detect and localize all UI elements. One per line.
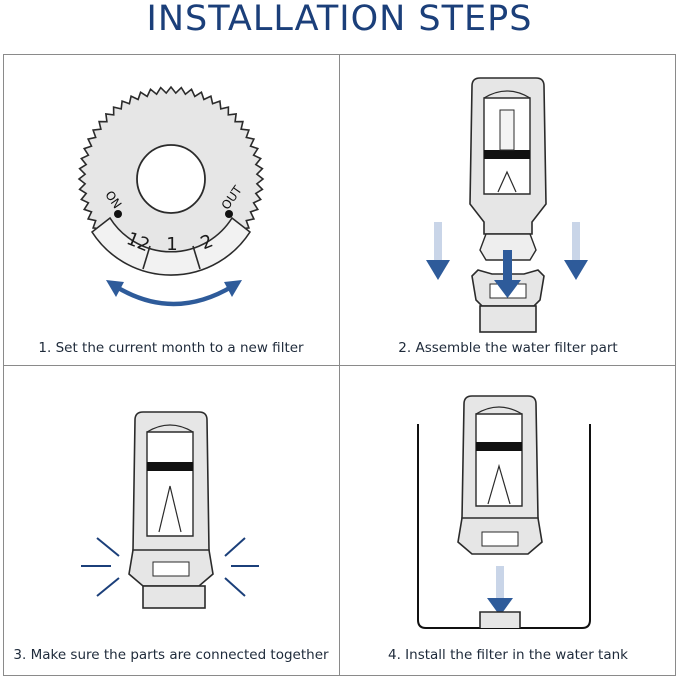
month-segment-band	[90, 216, 252, 276]
step-2-caption: 2. Assemble the water filter part	[398, 340, 618, 356]
down-arrow-left-icon	[426, 260, 450, 280]
install-in-tank-illustration	[417, 395, 591, 629]
connected-parts-illustration	[81, 411, 259, 609]
assemble-filter-illustration	[426, 77, 588, 333]
step-4-panel: 4. Install the filter in the water tank	[340, 366, 676, 676]
down-arrow-center-icon	[494, 280, 521, 298]
click-lines-icon	[81, 537, 259, 597]
page-title: INSTALLATION STEPS	[146, 0, 533, 39]
step-1-panel: 12 1 2 ON OUT 1. Set the current month t…	[3, 54, 339, 365]
grid-divider-horizontal	[3, 365, 676, 366]
month-dial-illustration: 12 1 2 ON OUT	[77, 85, 265, 307]
rotate-arrow-icon	[113, 284, 235, 307]
step-4-caption: 4. Install the filter in the water tank	[388, 647, 628, 663]
down-arrow-right-icon	[564, 260, 588, 280]
step-3-panel: 3. Make sure the parts are connected tog…	[3, 366, 339, 676]
step-1-caption: 1. Set the current month to a new filter	[38, 340, 304, 356]
month-1-label: 1	[166, 234, 177, 255]
out-marker-dot	[225, 210, 233, 218]
dial-center-hole	[136, 144, 206, 214]
tank-socket	[479, 611, 521, 628]
step-3-caption: 3. Make sure the parts are connected tog…	[13, 647, 329, 663]
filter-base-part	[142, 585, 206, 609]
down-arrow-icon	[487, 598, 513, 616]
on-marker-dot	[114, 210, 122, 218]
step-2-panel: 2. Assemble the water filter part	[340, 54, 676, 365]
